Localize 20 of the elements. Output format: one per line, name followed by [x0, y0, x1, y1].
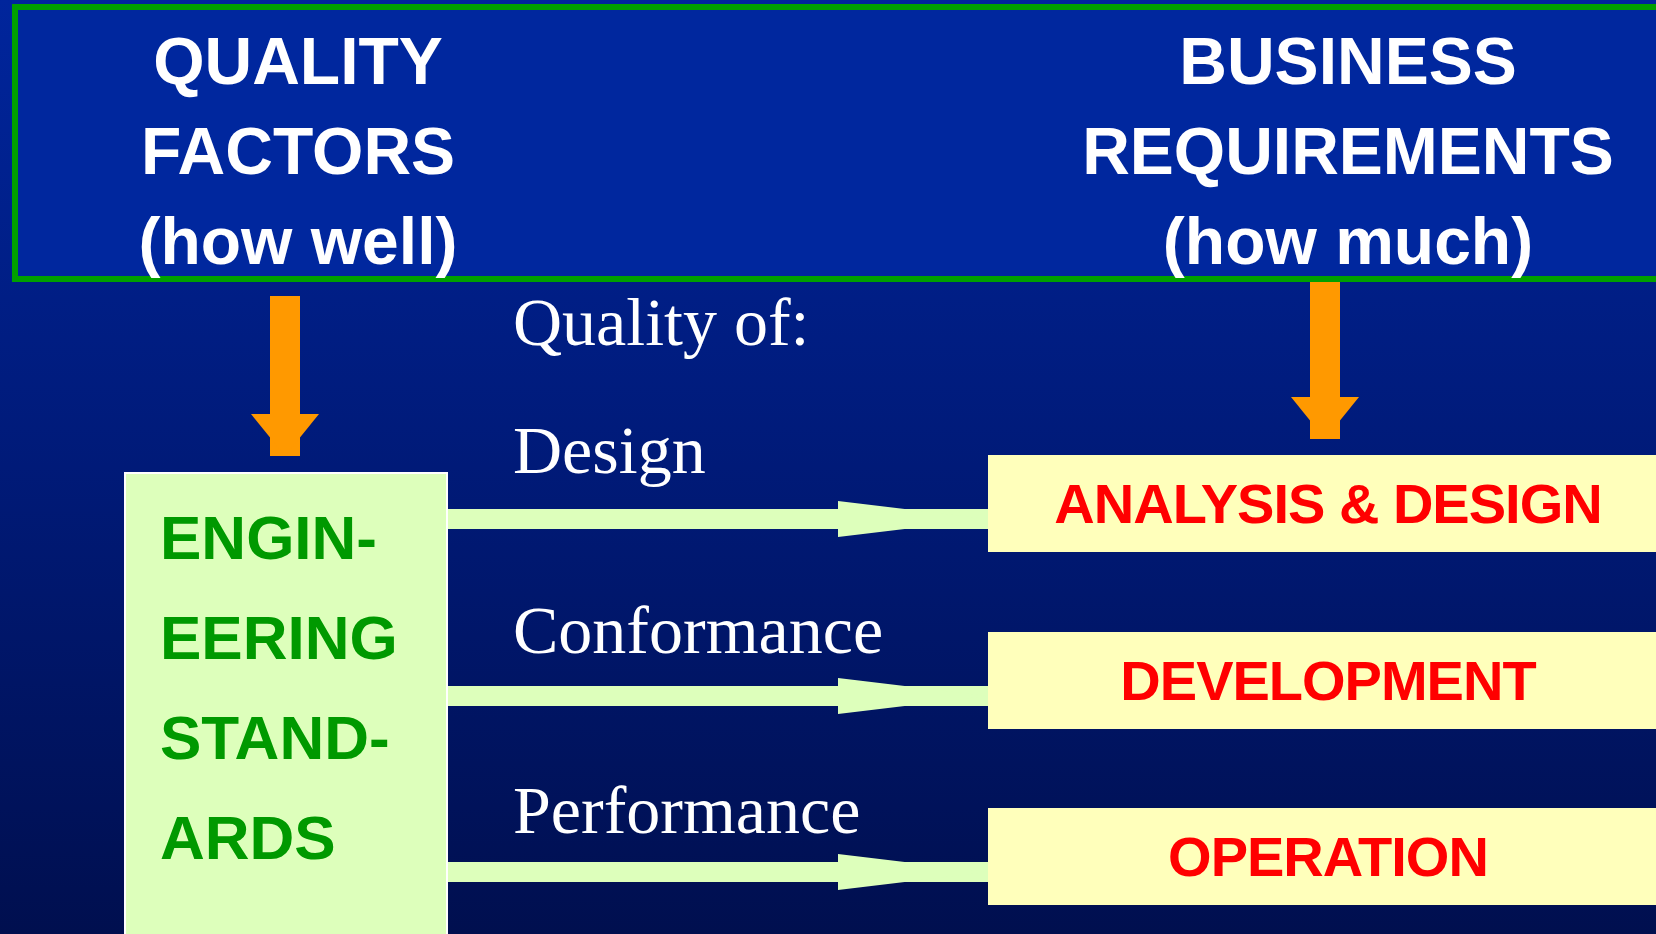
caption-text: Quality of:	[513, 283, 810, 362]
edge-label: Design	[513, 411, 706, 490]
standards-box	[124, 472, 448, 934]
box-label: DEVELOPMENT	[1120, 648, 1536, 713]
block-arrow	[251, 296, 319, 456]
phase-box	[988, 455, 1656, 552]
block-arrow	[448, 854, 988, 890]
title-banner	[12, 4, 1656, 282]
box-label: OPERATION	[1168, 824, 1488, 889]
block-arrow	[448, 501, 988, 537]
block-arrow	[1291, 282, 1359, 439]
edge-label: Conformance	[513, 591, 884, 670]
edge-label: Performance	[513, 771, 861, 850]
block-arrow	[448, 678, 988, 714]
phase-box	[988, 808, 1656, 905]
banner-heading: QUALITY FACTORS (how well)	[137, 23, 459, 280]
banner-heading: BUSINESS REQUIREMENTS (how much)	[1081, 23, 1615, 280]
box-label: ANALYSIS & DESIGN	[1054, 471, 1602, 536]
box-label: ENGIN- EERING STAND- ARDS	[160, 502, 399, 874]
phase-box	[988, 632, 1656, 729]
